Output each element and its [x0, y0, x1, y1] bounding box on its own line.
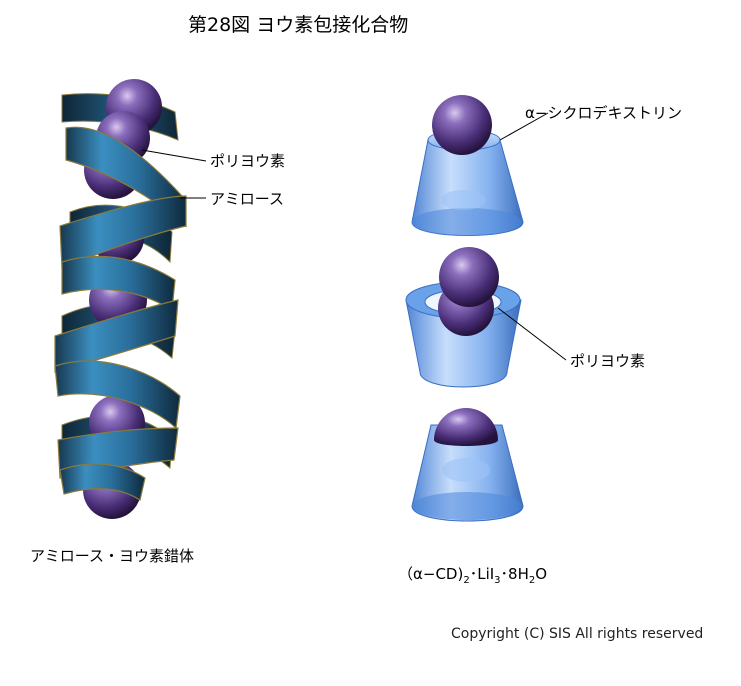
formula-part: （α−CD)	[398, 565, 464, 583]
cyclodextrin-cup-bottom	[411, 424, 524, 522]
cyclodextrin-cup-top	[411, 129, 524, 236]
formula-subscript: 3	[494, 575, 501, 586]
label-alpha-cyclodextrin: α−シクロデキストリン	[525, 104, 683, 122]
label-polyiodine-right: ポリヨウ素	[570, 352, 646, 370]
leader-line-polyiodine-right	[497, 307, 567, 361]
iodine-atom	[439, 247, 499, 307]
formula-part: O	[535, 565, 548, 583]
amylose-ribbon-front	[59, 195, 187, 269]
amylose-iodine-complex	[54, 79, 207, 519]
label-polyiodine-left: ポリヨウ素	[210, 152, 286, 170]
figure-title: 第28図 ヨウ素包接化合物	[188, 14, 409, 36]
caption-cyclodextrin-formula: （α−CD)2･LiI3･8H2O	[398, 563, 547, 586]
cyclodextrin-iodine-complex	[405, 95, 567, 522]
formula-part: ･8H	[500, 565, 529, 583]
label-amylose: アミロース	[210, 190, 284, 208]
formula-part: ･LiI	[469, 565, 495, 583]
caption-amylose-iodine-complex: アミロース・ヨウ素錯体	[30, 547, 194, 565]
iodine-atom	[432, 95, 492, 155]
iodine-atom	[434, 408, 498, 446]
formula-subscript: 2	[528, 575, 536, 586]
leader-line-polyiodine	[141, 149, 207, 162]
amylose-ribbon-front	[59, 463, 146, 501]
leader-line-cyclodextrin	[499, 112, 549, 141]
formula-subscript: 2	[463, 575, 470, 586]
copyright-notice: Copyright (C) SIS All rights reserved	[451, 626, 704, 642]
amylose-ribbon-front	[61, 255, 176, 312]
